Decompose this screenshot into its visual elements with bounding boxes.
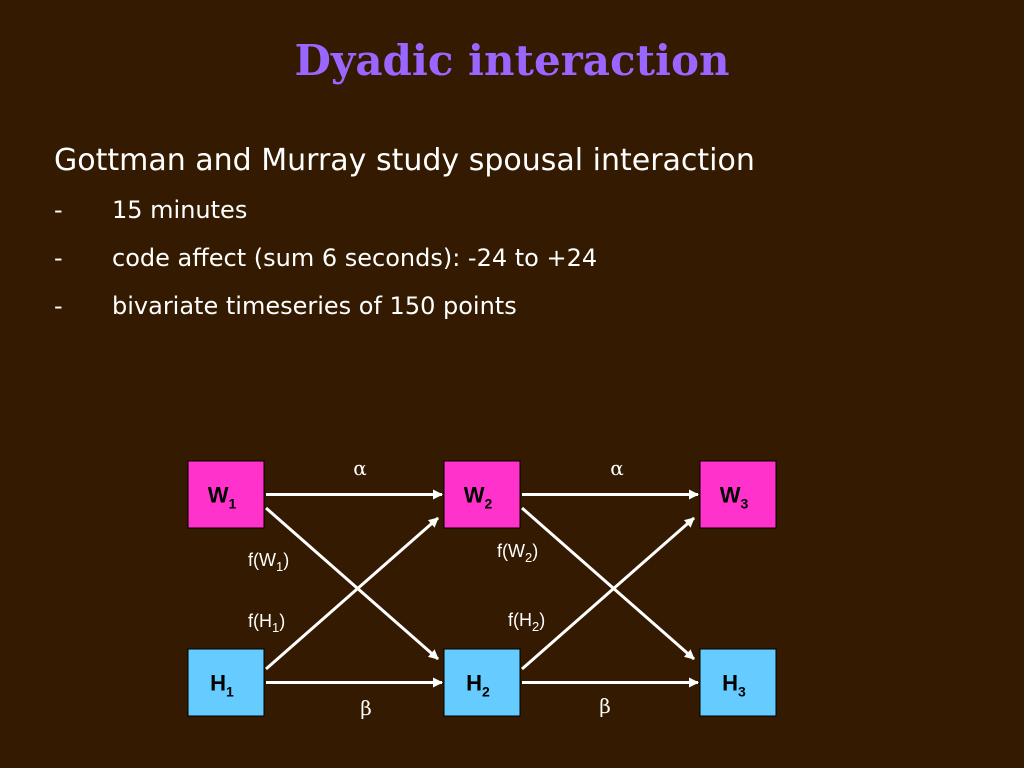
bullet-item: - 15 minutes — [54, 196, 597, 244]
fw1-label: f(W1) — [248, 550, 289, 574]
bullet-marker: - — [54, 196, 63, 224]
alpha-label-2: α — [610, 456, 624, 480]
bullet-item: - bivariate timeseries of 150 points — [54, 292, 597, 340]
edge-W2-H3 — [521, 506, 695, 661]
node-W2: W2 — [443, 460, 521, 529]
edge-W1-H2 — [265, 506, 439, 661]
bullet-item: - code affect (sum 6 seconds): -24 to +24 — [54, 244, 597, 292]
node-label: H1 — [210, 671, 234, 700]
edges-layer — [265, 489, 699, 688]
node-label: H3 — [722, 671, 746, 700]
beta-label-2: β — [599, 694, 611, 718]
bullet-marker: - — [54, 244, 63, 272]
fw2-label: f(W2) — [497, 541, 538, 565]
node-label: W2 — [464, 483, 493, 512]
beta-label-1: β — [360, 696, 372, 720]
node-label: W3 — [720, 483, 749, 512]
node-W3: W3 — [699, 460, 777, 529]
node-H3: H3 — [699, 648, 777, 717]
node-H1: H1 — [187, 648, 265, 717]
edge-H2-W3 — [521, 516, 695, 671]
bullet-list: - 15 minutes - code affect (sum 6 seconds)… — [54, 196, 597, 340]
edge-H1-W2 — [265, 516, 439, 671]
bullet-text: bivariate timeseries of 150 points — [112, 292, 517, 320]
alpha-label-1: α — [353, 456, 367, 480]
node-label: W1 — [208, 483, 237, 512]
node-W1: W1 — [187, 460, 265, 529]
fh2-label: f(H2) — [508, 610, 545, 634]
slide-heading: Gottman and Murray study spousal interac… — [54, 143, 755, 178]
fh1-label: f(H1) — [248, 611, 285, 635]
node-box — [699, 460, 777, 529]
bullet-text: code affect (sum 6 seconds): -24 to +24 — [112, 244, 598, 272]
node-box — [443, 460, 521, 529]
node-label: H2 — [466, 671, 490, 700]
bullet-marker: - — [54, 292, 63, 320]
slide-title: Dyadic interaction — [294, 36, 730, 85]
node-box — [187, 460, 265, 529]
edge-labels: α α β β f(W1) f(H1) f(W2) f(H2) — [248, 456, 624, 720]
node-H2: H2 — [443, 648, 521, 717]
node-box — [187, 648, 265, 717]
node-box — [443, 648, 521, 717]
bullet-text: 15 minutes — [112, 196, 248, 224]
node-box — [699, 648, 777, 717]
